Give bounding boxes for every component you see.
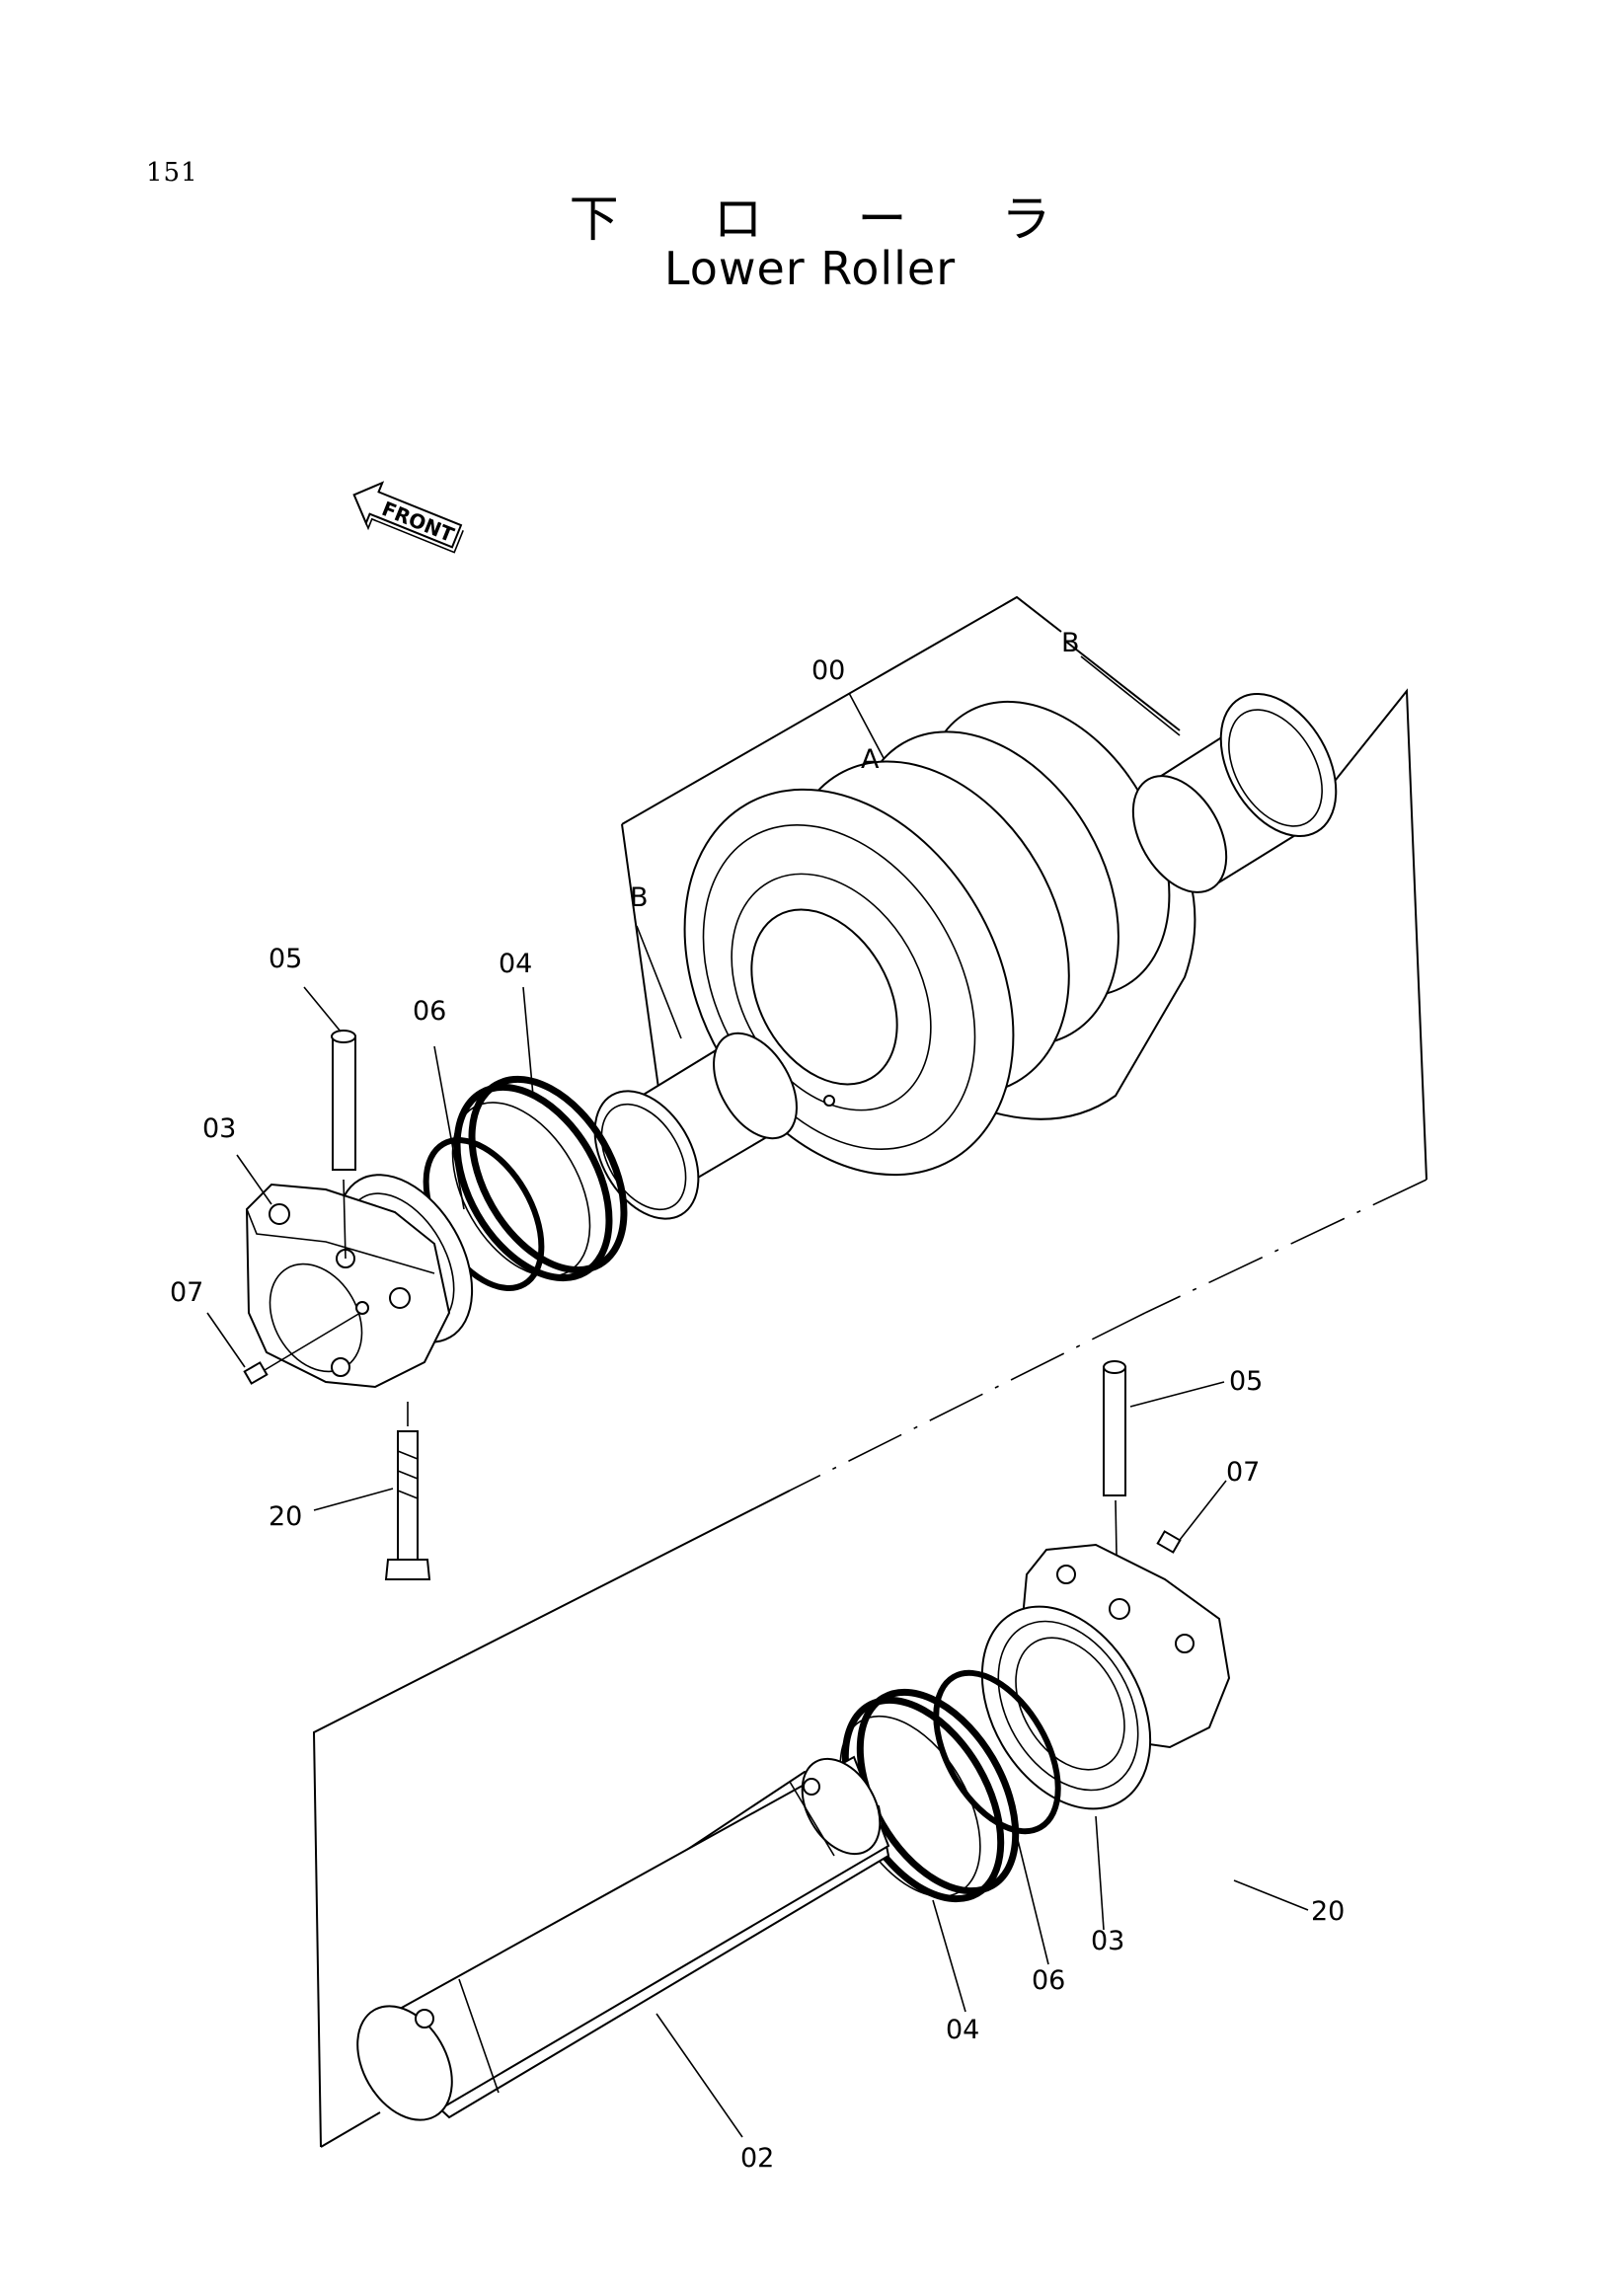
- bushing-right: [1131, 692, 1338, 893]
- front-label: FRONT: [378, 497, 457, 547]
- collar-right: [980, 1543, 1231, 1810]
- callout-roller-body: A: [861, 744, 880, 775]
- shaft: [356, 1755, 890, 2121]
- callout-oring-left: 06: [413, 996, 446, 1027]
- roller-body: [683, 700, 1196, 1177]
- title-english: Lower Roller: [663, 242, 957, 295]
- callout-seal-right: 04: [946, 2015, 979, 2045]
- plug-left: [243, 1312, 361, 1385]
- callout-bushing-left: B: [630, 882, 649, 913]
- callout-assembly: 00: [811, 655, 845, 686]
- title-japanese: 下 ロ ー ラ: [569, 191, 1091, 248]
- callout-pin-left: 05: [269, 944, 302, 974]
- callout-plug-left: 07: [170, 1277, 203, 1308]
- callout-leaders: [206, 986, 1309, 2138]
- collar-left: [245, 1174, 474, 1389]
- page-number: 151: [146, 158, 198, 188]
- front-arrow-icon: FRONT: [352, 481, 464, 554]
- plug-right: [1156, 1530, 1182, 1554]
- callout-bolt-right: 20: [1311, 1896, 1345, 1927]
- bolt-left: [384, 1402, 431, 1580]
- callout-collar-right: 03: [1091, 1926, 1124, 1956]
- callout-plug-right: 07: [1226, 1457, 1260, 1488]
- callout-collar-left: 03: [202, 1113, 236, 1144]
- callout-pin-right: 05: [1229, 1366, 1263, 1397]
- floating-seal-left: [451, 1075, 628, 1282]
- assembly-bracket-upper: [312, 595, 1427, 2148]
- o-ring-right: [933, 1669, 1061, 1835]
- callout-seal-left: 04: [499, 949, 532, 979]
- callout-shaft: 02: [740, 2143, 774, 2174]
- callout-bolt-left: 20: [269, 1501, 302, 1532]
- callout-bushing-right: B: [1061, 628, 1080, 658]
- pin-left: [331, 1030, 356, 1260]
- callout-oring-right: 06: [1032, 1965, 1065, 1996]
